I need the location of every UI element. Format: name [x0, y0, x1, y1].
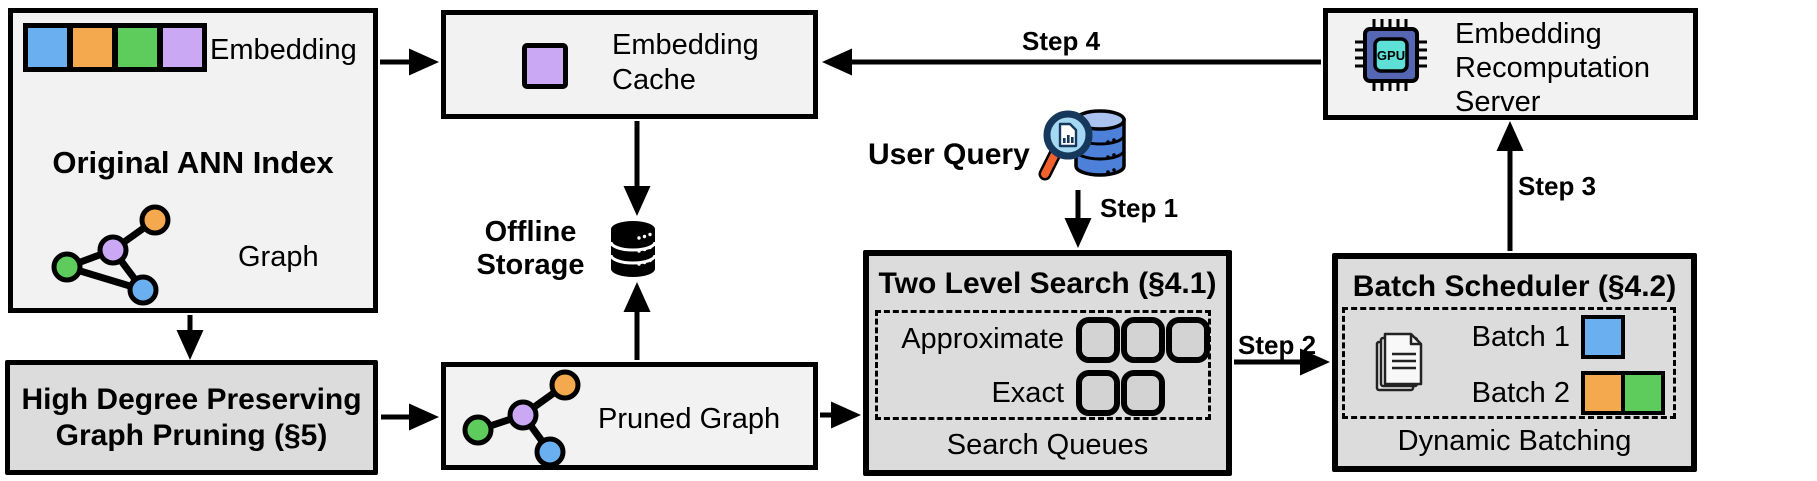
dynamic-batching-panel: Batch 1 Batch 2 [1342, 307, 1676, 419]
queue-slot [1076, 370, 1120, 417]
batch-squares [1581, 315, 1625, 359]
batch-scheduler-box: Batch Scheduler (§4.2) Batch 1 Batch 2 Dy… [1332, 253, 1697, 472]
batch-row-label: Batch 2 [1471, 376, 1570, 409]
queue-slots [1076, 370, 1165, 417]
cached-embedding-icon [522, 43, 568, 89]
original-ann-index-box: Embedding Original ANN Index Graph [8, 8, 378, 313]
pruned-graph-box: Pruned Graph [441, 362, 818, 470]
embedding-cache-label: Embedding Cache [612, 29, 759, 96]
query-magnifier-database-icon [1038, 109, 1126, 181]
step1-label: Step 1 [1100, 193, 1179, 223]
batch-row: Batch 1 [1450, 312, 1673, 362]
step3-label: Step 3 [1518, 171, 1597, 201]
embedding-cell-orange [73, 28, 112, 67]
gpu-chip-label: GPU [1377, 48, 1405, 63]
graph-node-orange [139, 204, 171, 236]
gpu-icon: GPU [1355, 19, 1427, 91]
queue-row: Approximate [878, 316, 1210, 364]
pruned-node-green [462, 414, 494, 446]
graph-node-green [51, 251, 83, 283]
papers-icon [1375, 332, 1423, 392]
graph-node-blue [127, 274, 159, 306]
queue-slot [1121, 316, 1165, 363]
ann-index-title: Original ANN Index [52, 145, 334, 180]
batch-square-orange [1585, 375, 1621, 411]
search-queues-caption: Search Queues [946, 429, 1149, 461]
graph-icon [51, 204, 171, 306]
queue-row-label: Approximate [901, 323, 1064, 356]
embedding-cell-blue [28, 28, 67, 67]
pruned-node-orange [549, 369, 581, 401]
batch-rows: Batch 1 Batch 2 [1450, 312, 1673, 418]
pruned-node-blue [534, 436, 566, 468]
step2-label: Step 2 [1238, 330, 1317, 360]
embedding-cell-green [118, 28, 157, 67]
queue-slots [1076, 316, 1210, 363]
graph-pruning-box: High Degree Preserving Graph Pruning (§5… [5, 360, 378, 475]
database-icon [609, 221, 657, 277]
pruned-graph-icon [462, 369, 581, 468]
pruned-graph-label: Pruned Graph [598, 403, 781, 435]
queue-slot [1076, 316, 1120, 363]
pruned-node-purple [507, 399, 539, 431]
embedding-cell-purple [163, 28, 202, 67]
graph-node-purple [97, 234, 129, 266]
queue-slot [1166, 316, 1210, 363]
offline-storage-label: Offline Storage [476, 216, 585, 281]
user-query-label: User Query [868, 138, 1030, 171]
batch-square-blue [1585, 319, 1621, 355]
dynamic-batching-caption: Dynamic Batching [1397, 425, 1632, 457]
batch-square-green [1625, 375, 1661, 411]
graph-pruning-title: High Degree Preserving Graph Pruning (§5… [21, 382, 362, 452]
recomputation-server-label: Embedding Recomputation Server [1455, 18, 1651, 118]
queue-slot [1121, 370, 1165, 417]
embedding-vector-icon [23, 23, 207, 72]
step4-label: Step 4 [1022, 26, 1101, 56]
embedding-cache-box: Embedding Cache [441, 10, 818, 119]
batch-row: Batch 2 [1450, 368, 1673, 418]
queue-row: Exact [878, 370, 1208, 418]
embedding-label: Embedding [210, 34, 357, 66]
graph-label: Graph [238, 241, 319, 273]
recomputation-server-box: GPU Embedding Recomputation Server [1323, 8, 1698, 120]
batch-squares [1581, 371, 1665, 415]
batch-row-label: Batch 1 [1471, 320, 1570, 353]
batch-scheduler-title: Batch Scheduler (§4.2) [1352, 270, 1677, 303]
queue-row-label: Exact [991, 376, 1064, 409]
two-level-search-title: Two Level Search (§4.1) [878, 267, 1217, 300]
